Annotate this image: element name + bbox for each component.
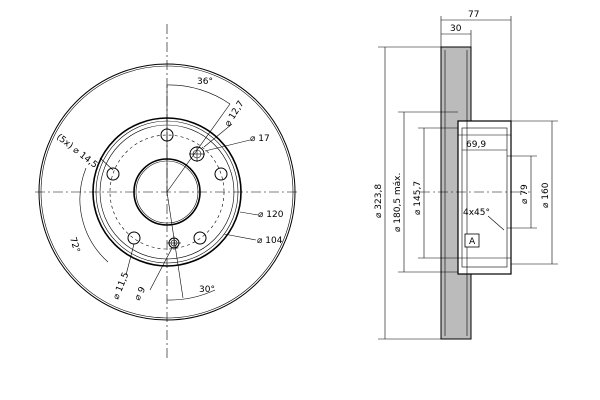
label-bolt-5x: (5x) ⌀ 14,5 bbox=[54, 132, 99, 170]
label-dia-120: ⌀ 120 bbox=[258, 210, 284, 220]
bolt-hole bbox=[127, 231, 141, 245]
leader-17 bbox=[204, 139, 251, 152]
leader-12-7 bbox=[203, 123, 233, 148]
label-depth-69-9: 69,9 bbox=[466, 140, 486, 150]
label-dia-160: ⌀ 160 bbox=[541, 182, 551, 208]
front-view bbox=[35, 24, 300, 360]
disc-inner-edge bbox=[40, 65, 294, 319]
angle-arc-72 bbox=[79, 167, 109, 263]
bolt-hole bbox=[214, 167, 228, 181]
leader-9 bbox=[149, 247, 173, 291]
label-dia-9: ⌀ 9 bbox=[133, 285, 149, 302]
section-view bbox=[378, 16, 558, 340]
bolt-pitch-circle bbox=[109, 134, 225, 250]
leader-104 bbox=[223, 233, 257, 241]
label-dia-104: ⌀ 104 bbox=[257, 236, 283, 246]
label-chamfer: 4x45° bbox=[463, 208, 490, 218]
leader-11-5 bbox=[125, 243, 135, 276]
label-width-30: 30 bbox=[450, 24, 462, 34]
label-dia-12-7: ⌀ 12,7 bbox=[223, 99, 246, 128]
label-dia-323-8: ⌀ 323,8 bbox=[374, 184, 384, 218]
label-dia-17: ⌀ 17 bbox=[250, 134, 270, 144]
hub-inner-face bbox=[461, 127, 508, 268]
label-angle-30: 30° bbox=[199, 285, 215, 295]
angle-arc-30 bbox=[166, 289, 216, 301]
label-angle-36: 36° bbox=[197, 77, 213, 87]
datum-box bbox=[464, 233, 480, 248]
label-dia-79: ⌀ 79 bbox=[520, 184, 530, 204]
leader-chamfer bbox=[487, 215, 505, 231]
label-dia-11-5: ⌀ 11,5 bbox=[112, 271, 132, 301]
label-dia-145-7: ⌀ 145,7 bbox=[413, 181, 423, 215]
bolt-hole bbox=[193, 231, 207, 245]
leader-120 bbox=[239, 211, 259, 216]
label-datum: A bbox=[469, 237, 476, 247]
leader-14-5 bbox=[99, 157, 114, 171]
disc-outer-edge bbox=[38, 63, 296, 321]
label-width-77: 77 bbox=[468, 10, 479, 20]
angle-line-30 bbox=[166, 191, 184, 299]
angle-arc-36 bbox=[166, 84, 231, 105]
bolt-hole bbox=[106, 167, 120, 181]
label-dia-180-5: ⌀ 180,5 máx. bbox=[393, 173, 403, 232]
label-angle-72: 72° bbox=[67, 236, 81, 254]
angle-line-36b bbox=[166, 103, 231, 193]
